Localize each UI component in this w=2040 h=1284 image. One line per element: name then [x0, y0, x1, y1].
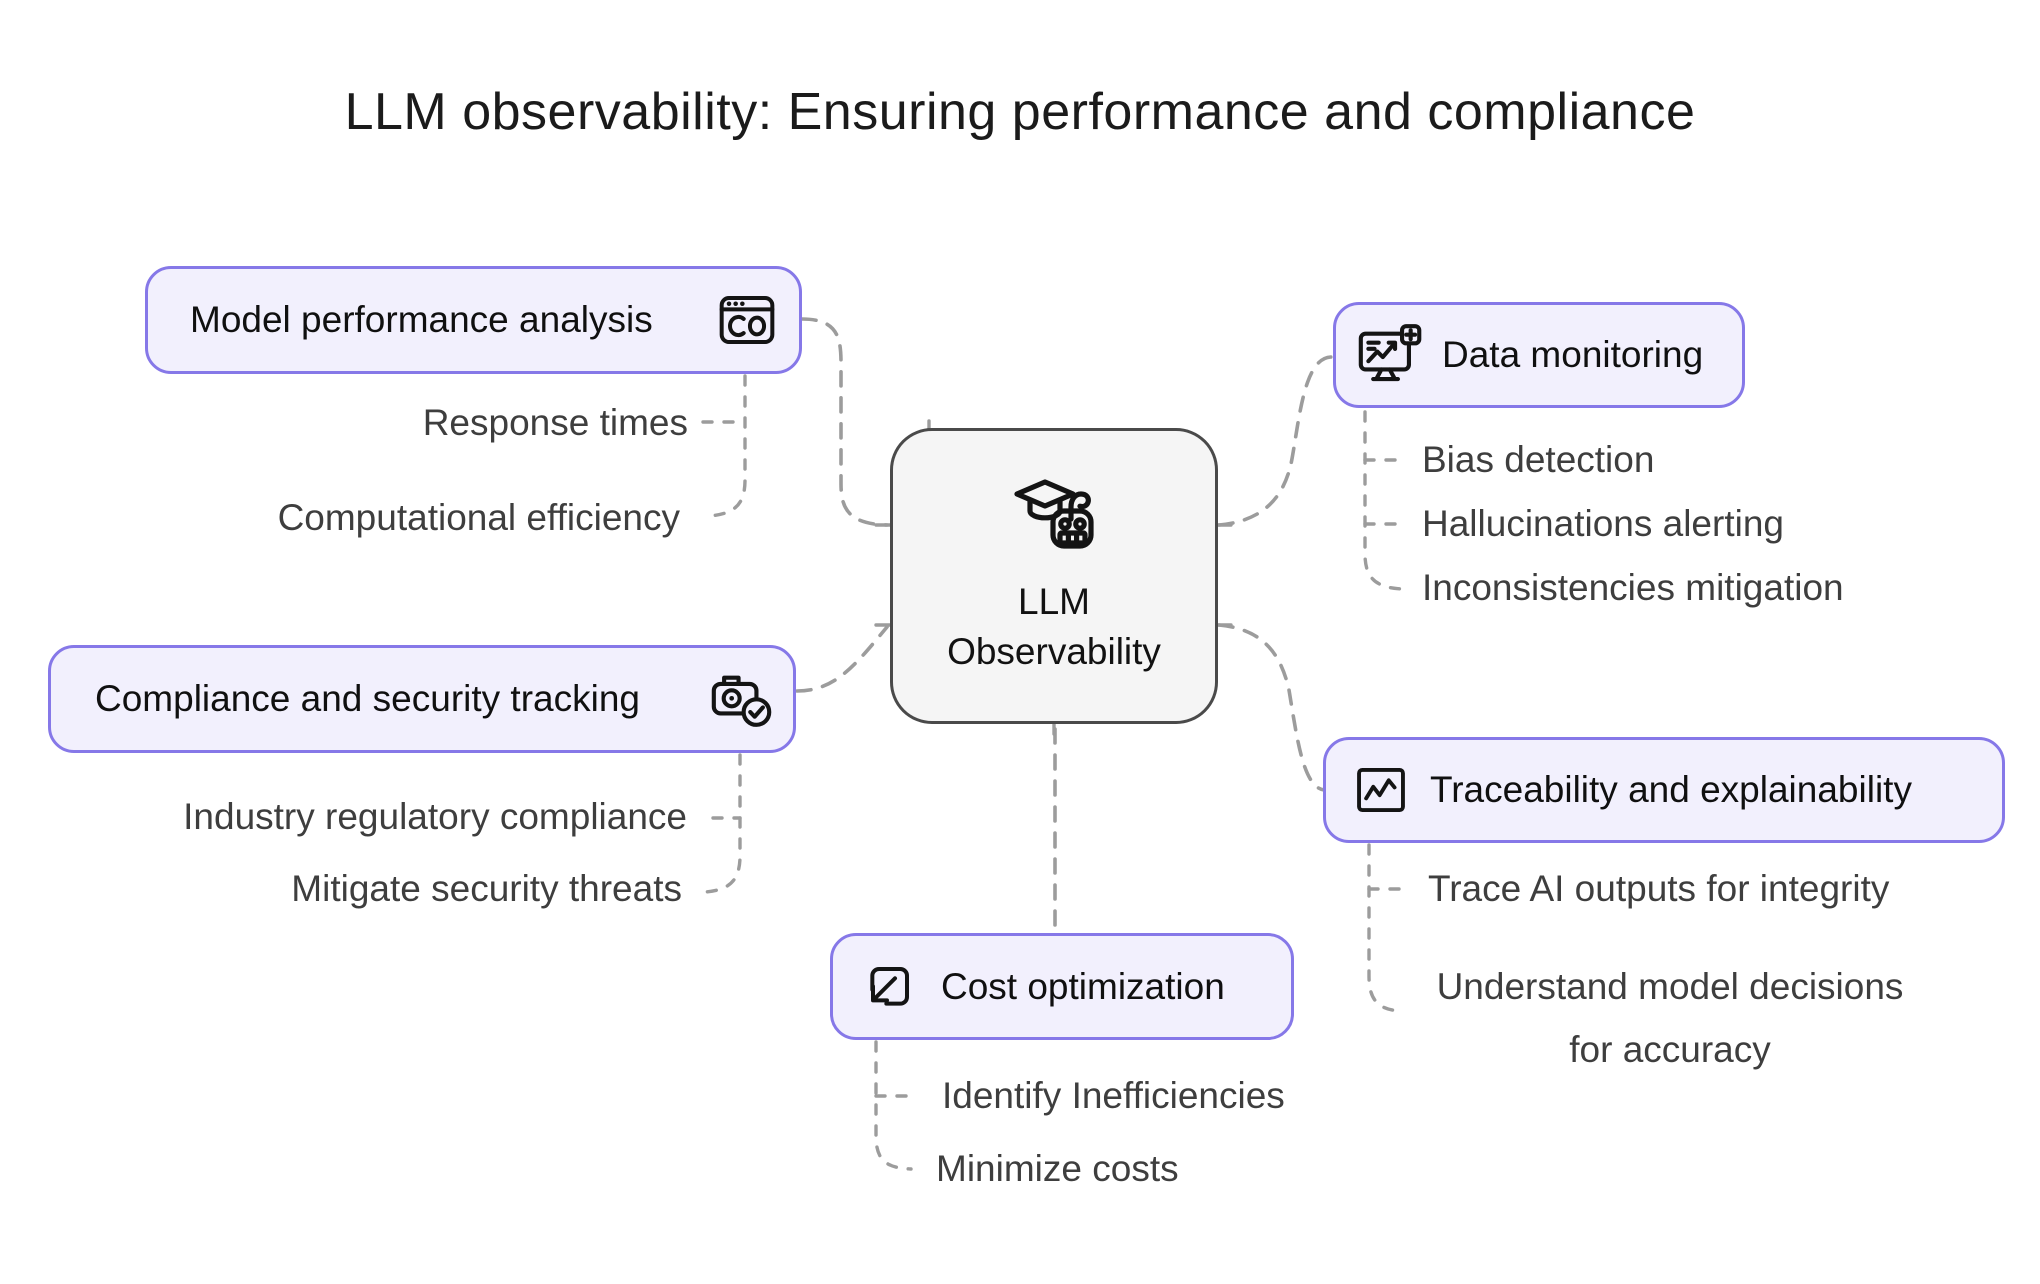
link-model-performance-children	[707, 374, 747, 518]
center-label-line2: Observability	[947, 631, 1161, 672]
node-llm-observability: LLM Observability	[890, 428, 1218, 724]
leaf-industry-regulatory-compliance: Industry regulatory compliance	[183, 796, 687, 837]
graduation-robot-icon	[1014, 479, 1094, 549]
monitor-chart-plus-icon	[1358, 324, 1422, 382]
center-label-line1: LLM	[1018, 581, 1090, 622]
leaf-hallucinations-alerting: Hallucinations alerting	[1422, 503, 1784, 544]
leaf-understand-model-decisions: Understand model decisions for accuracy	[1436, 966, 1904, 1070]
node-model-performance-analysis: Model performance analysis	[145, 266, 802, 374]
link-cost-children	[874, 1040, 913, 1171]
link-center-to-model-performance	[800, 317, 889, 527]
node-label: Model performance analysis	[190, 299, 653, 340]
leaf-bias-detection: Bias detection	[1422, 439, 1655, 480]
leaf-response-times: Response times	[422, 402, 688, 443]
trace-chart-icon	[1357, 768, 1405, 812]
leaf-identify-inefficiencies: Identify Inefficiencies	[942, 1075, 1285, 1116]
link-center-to-data-monitoring	[1217, 355, 1333, 527]
node-cost-optimization: Cost optimization	[830, 933, 1294, 1040]
link-data-monitoring-children	[1363, 410, 1405, 591]
center-node-label: LLM Observability	[947, 577, 1161, 677]
node-label: Data monitoring	[1442, 334, 1704, 375]
node-compliance-security-tracking: Compliance and security tracking	[48, 645, 796, 753]
leaf-computational-efficiency: Computational efficiency	[277, 497, 680, 538]
link-traceability-children	[1367, 843, 1401, 1013]
diagram-title: LLM observability: Ensuring performance …	[344, 83, 1696, 141]
camera-check-icon	[711, 675, 772, 727]
browser-performance-icon	[719, 296, 775, 344]
shrink-arrow-icon	[870, 966, 909, 1006]
node-label: Cost optimization	[941, 965, 1225, 1007]
leaf-trace-ai-outputs: Trace AI outputs for integrity	[1428, 868, 1890, 909]
leaf-minimize-costs: Minimize costs	[936, 1148, 1179, 1189]
leaf-mitigate-security-threats: Mitigate security threats	[291, 868, 682, 909]
leaf-inconsistencies-mitigation: Inconsistencies mitigation	[1422, 567, 1844, 608]
node-label: Compliance and security tracking	[95, 678, 640, 719]
node-data-monitoring: Data monitoring	[1333, 302, 1745, 408]
link-center-to-traceability	[1217, 623, 1326, 792]
node-traceability-explainability: Traceability and explainability	[1323, 737, 2005, 843]
link-center-to-compliance	[795, 625, 889, 693]
link-compliance-children	[703, 753, 742, 894]
node-label: Traceability and explainability	[1430, 769, 1912, 810]
